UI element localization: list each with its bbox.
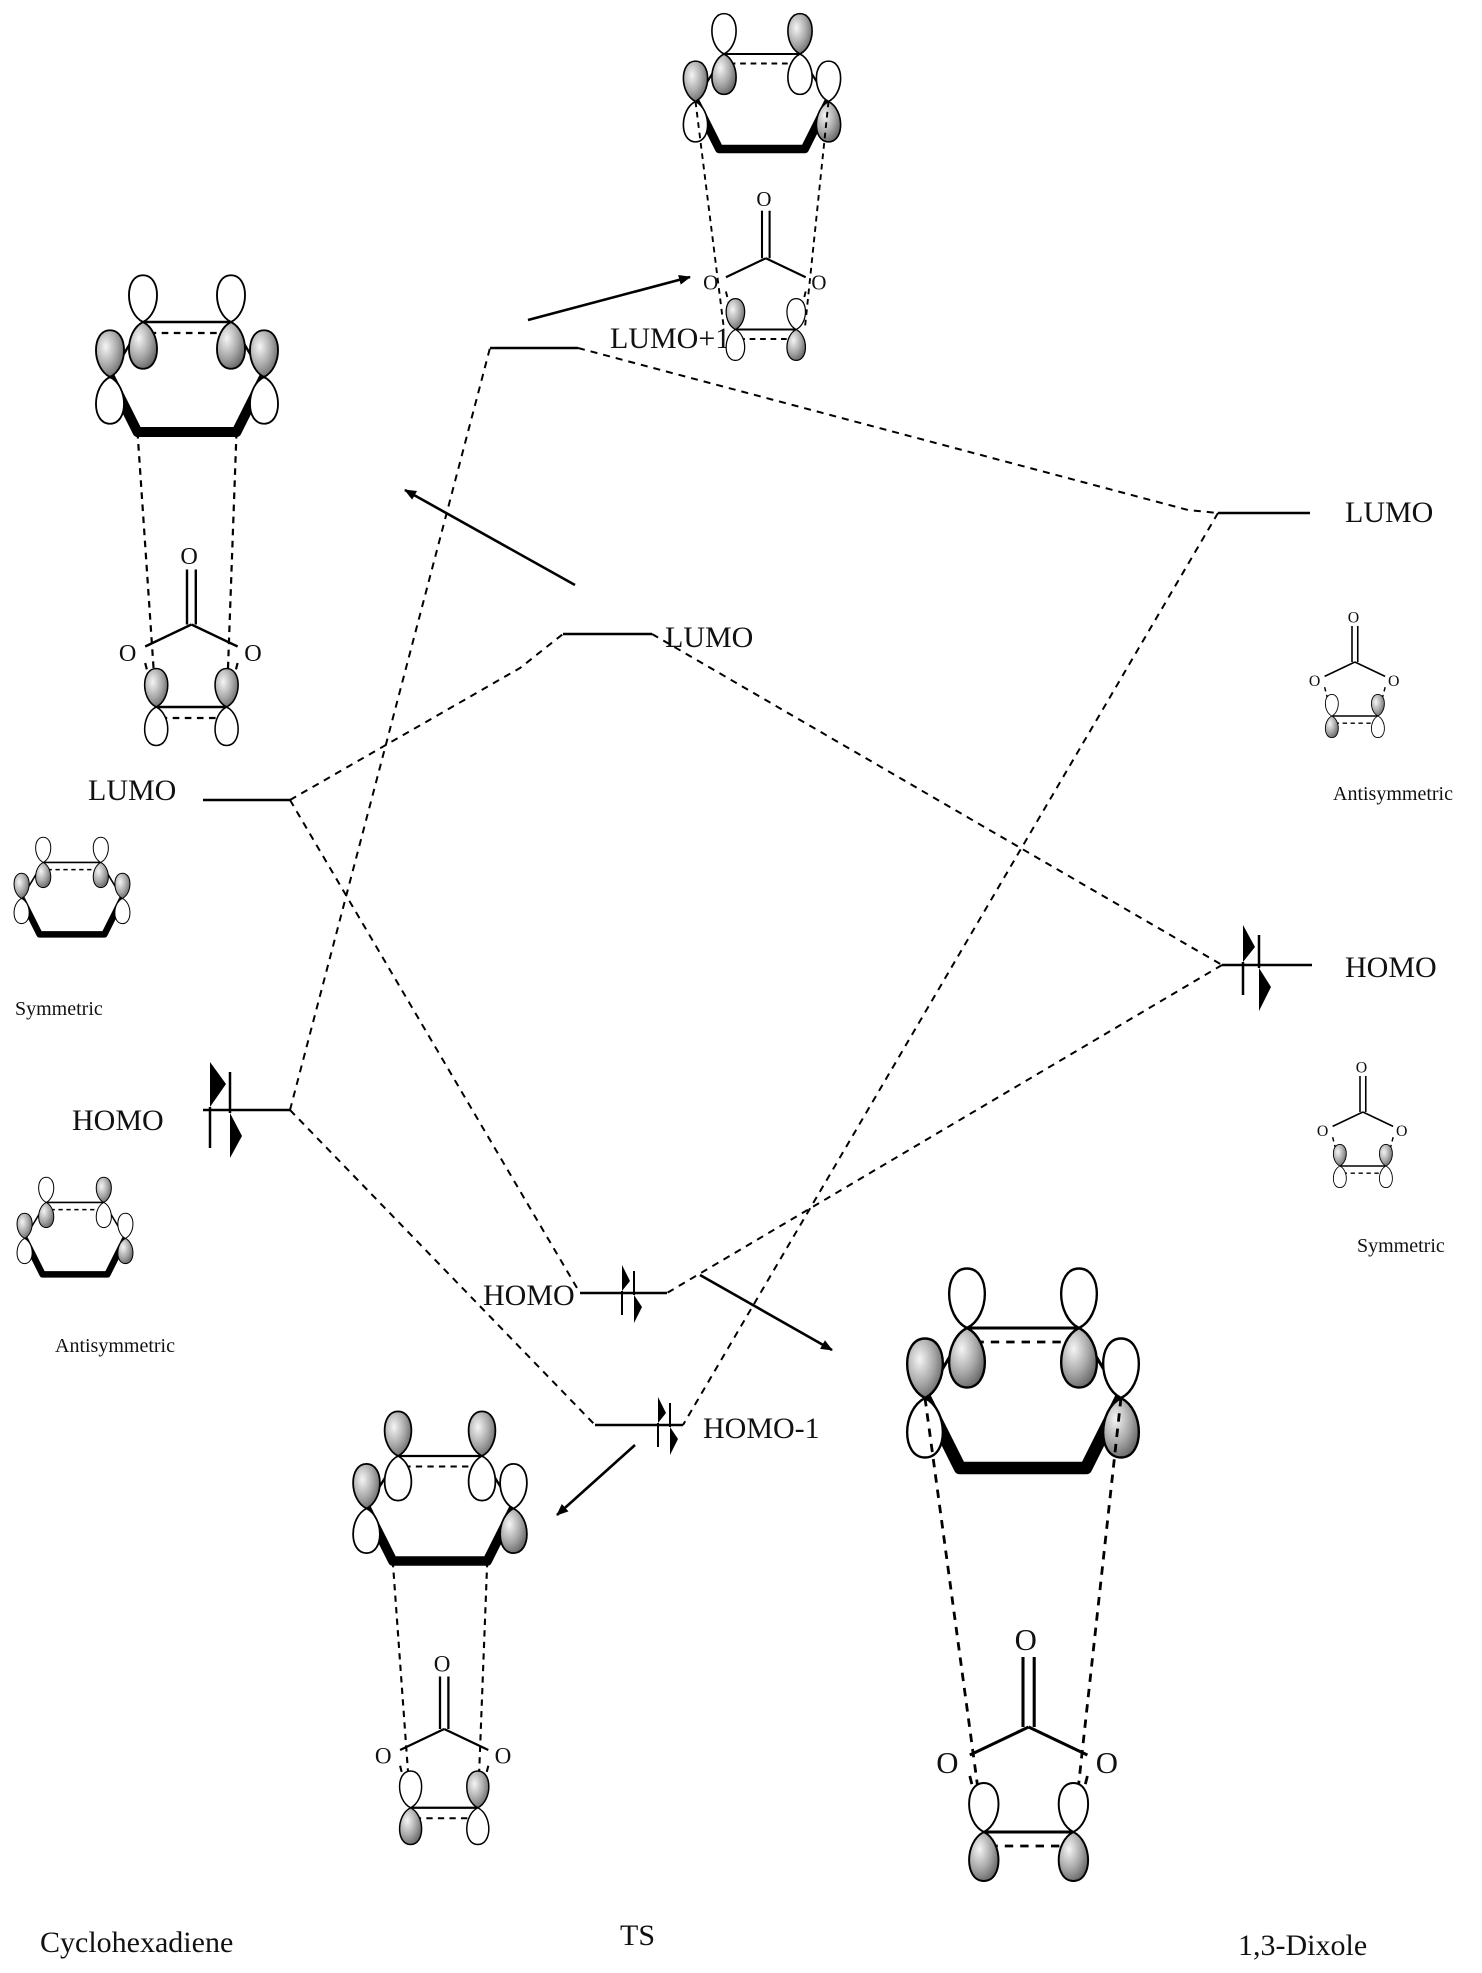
svg-text:O: O: [495, 1743, 512, 1769]
svg-text:O: O: [180, 543, 197, 570]
dixole-homo-symmetry: Symmetric: [1357, 1235, 1445, 1257]
svg-text:O: O: [434, 1650, 451, 1676]
electron-pair-cyclohexadiene-homo: [208, 1062, 242, 1158]
svg-text:O: O: [244, 640, 261, 667]
svg-text:O: O: [1396, 1123, 1407, 1140]
arrows: [404, 274, 833, 1516]
electron-pair-ts-homo: [621, 1265, 642, 1323]
electron-pairs: [208, 925, 1271, 1455]
ts-lumo-plus-1-label: LUMO+1: [610, 322, 730, 355]
dixole-homo-orbital-sketch: O O O: [1317, 1059, 1407, 1189]
ts-lumo-plus-1-orbital-picture: O O O: [682, 12, 842, 361]
svg-text:O: O: [756, 187, 771, 211]
ts-homo-label: HOMO: [483, 1279, 575, 1312]
ts-lumo-orbital-picture: O O O: [95, 274, 279, 747]
ts-homo-minus-1-orbital-picture: O O O: [352, 1410, 528, 1846]
column-title-cyclohexadiene: Cyclohexadiene: [40, 1926, 233, 1959]
energy-levels: [203, 346, 1312, 1427]
column-title-dixole: 1,3-Dixole: [1238, 1929, 1367, 1962]
cyclohexadiene-lumo-symmetry: Symmetric: [15, 998, 103, 1020]
svg-text:O: O: [936, 1746, 958, 1780]
electron-pair-ts-homo-minus-1: [657, 1397, 678, 1455]
correlation-lines: [289, 347, 1223, 1426]
cyclohexadiene-homo-label: HOMO: [72, 1104, 164, 1137]
electron-pair-dixole-homo: [1241, 925, 1271, 1011]
svg-text:O: O: [1348, 609, 1359, 626]
cyclohexadiene-homo-orbital-sketch: [16, 1176, 134, 1274]
dixole-lumo-orbital-sketch: O O O: [1309, 609, 1399, 739]
svg-text:O: O: [1096, 1746, 1118, 1780]
ts-lumo-label: LUMO: [665, 621, 753, 654]
level-labels: LUMO HOMO LUMO+1 LUMO HOMO HOMO-1 LUMO H…: [72, 322, 1437, 1445]
symmetry-labels: Symmetric Antisymmetric Antisymmetric Sy…: [15, 783, 1453, 1357]
svg-text:O: O: [1356, 1059, 1367, 1076]
svg-text:O: O: [1309, 673, 1320, 690]
svg-text:O: O: [703, 271, 718, 295]
ts-homo-minus-1-label: HOMO-1: [703, 1412, 820, 1445]
column-titles: Cyclohexadiene TS 1,3-Dixole: [40, 1919, 1367, 1962]
dixole-homo-label: HOMO: [1345, 951, 1437, 984]
column-title-ts: TS: [620, 1919, 655, 1952]
svg-text:O: O: [1388, 673, 1399, 690]
svg-text:O: O: [1317, 1123, 1328, 1140]
dixole-lumo-symmetry: Antisymmetric: [1333, 783, 1453, 805]
cyclohexadiene-lumo-label: LUMO: [88, 774, 176, 807]
svg-text:O: O: [375, 1743, 392, 1769]
dixole-lumo-label: LUMO: [1345, 496, 1433, 529]
cyclohexadiene-lumo-orbital-sketch: [13, 836, 131, 934]
svg-text:O: O: [1015, 1623, 1037, 1657]
cyclohexadiene-homo-symmetry: Antisymmetric: [55, 1335, 175, 1357]
svg-text:O: O: [119, 640, 136, 667]
ts-homo-orbital-picture: O O O: [905, 1267, 1141, 1882]
svg-text:O: O: [811, 271, 826, 295]
